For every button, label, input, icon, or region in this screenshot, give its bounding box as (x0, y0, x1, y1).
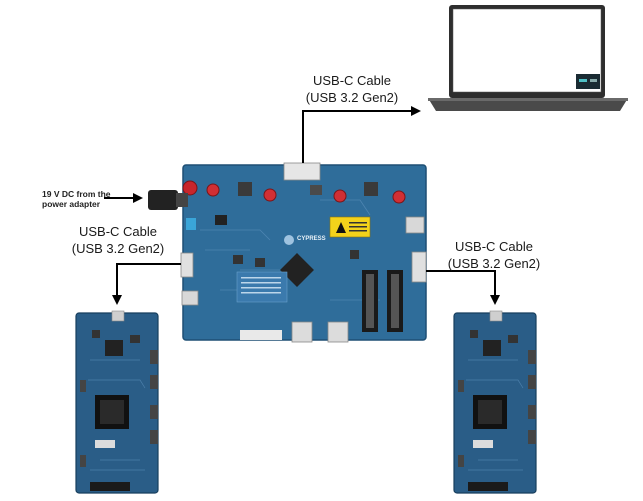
left-cable-label-line1: USB-C Cable (78, 224, 158, 239)
main-board (148, 162, 427, 343)
cypress-logo-icon (473, 440, 493, 448)
power-jack (148, 190, 178, 210)
cypress-logo-icon (284, 235, 294, 245)
top-usb-c-connector (283, 162, 321, 181)
left-usb-c-connector (180, 252, 194, 278)
top-cable-label: USB-C Cable (USB 3.2 Gen2) (297, 72, 407, 106)
top-cable-label-line1: USB-C Cable (312, 73, 392, 88)
bottom-usb-port (291, 321, 313, 343)
top-cable-arrow (302, 106, 421, 163)
laptop-screen-thumbnail (576, 74, 600, 89)
right-daughter-board (453, 310, 537, 494)
right-cable-arrow (426, 270, 500, 305)
right-cable-label-line1: USB-C Cable (454, 239, 534, 254)
board-brand-text: CYPRESS (297, 236, 326, 242)
power-label-line1: 19 V DC from the (42, 189, 111, 199)
left-daughter-usb-c (111, 310, 125, 322)
right-cable-label: USB-C Cable (USB 3.2 Gen2) (434, 238, 554, 272)
power-label: 19 V DC from the power adapter (42, 189, 111, 209)
left-cable-arrow (112, 263, 181, 305)
right-cable-label-line2: (USB 3.2 Gen2) (447, 256, 541, 271)
left-cable-label: USB-C Cable (USB 3.2 Gen2) (58, 223, 178, 257)
power-label-line2: power adapter (42, 199, 101, 209)
capacitor (182, 180, 198, 196)
right-daughter-usb-c (489, 310, 503, 322)
right-usb-c-connector (411, 251, 427, 283)
left-daughter-board (75, 310, 159, 494)
left-cable-label-line2: (USB 3.2 Gen2) (71, 241, 165, 256)
laptop-base (428, 98, 628, 111)
bottom-usb-port (327, 321, 349, 343)
cable-arrows (104, 106, 500, 305)
main-controller-chip (280, 253, 314, 287)
cypress-logo-icon (95, 440, 115, 448)
top-cable-label-line2: (USB 3.2 Gen2) (305, 90, 399, 105)
laptop (428, 5, 628, 111)
